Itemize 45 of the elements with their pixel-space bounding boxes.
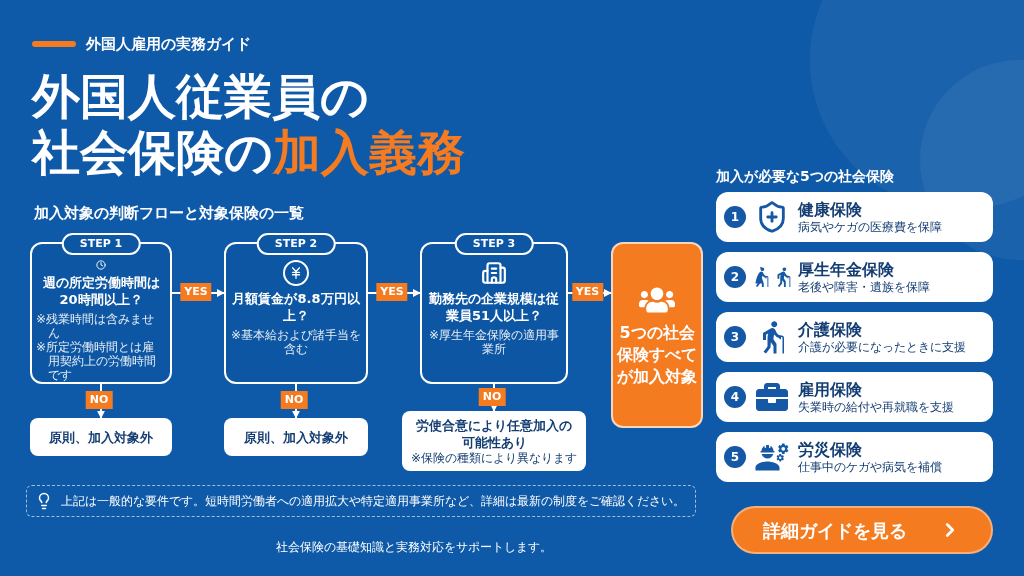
kicker-text: 外国人雇用の実務ガイド (86, 34, 251, 55)
main-title: 外国人従業員の社会保険の加入義務 (32, 68, 466, 180)
subtitle-text: 加入対象の判断フローと対象保険の一覧 (34, 203, 304, 224)
note-text: ※基本給および諸手当を含む (230, 328, 362, 356)
outcome-box (402, 411, 586, 471)
insurance-name: 厚生年金保険 (798, 259, 895, 280)
insurance-description: 失業時の給付や再就職を支援 (798, 400, 954, 415)
insurance-name: 労災保険 (798, 439, 863, 460)
outcome-text: 原則、加入対象外 (244, 428, 348, 446)
insurance-card (716, 312, 993, 362)
step-badge: STEP 1 (61, 233, 141, 255)
note-text: ※保険の種類により異なります (410, 450, 578, 466)
note-text: ※所定労働時間とは雇用契約上の労働時間です (36, 340, 157, 382)
step-badge: STEP 2 (256, 233, 336, 255)
insurance-name: 介護保険 (798, 319, 863, 340)
question-text: 勤務先の企業規模は従業員51人以上？ (428, 290, 560, 324)
outcome-text: 労使合意により任意加入の可能性あり (415, 416, 573, 451)
result-text: 5つの社会保険すべてが加入対象 (617, 322, 697, 388)
insurance-card (716, 432, 993, 482)
note-text: ※残業時間は含みません (36, 312, 156, 340)
section-heading: 加入が必要な5つの社会保険 (716, 167, 894, 186)
outcome-box (30, 418, 172, 456)
question-text: 週の所定労働時間は20時間以上？ (41, 274, 161, 308)
insurance-description: 病気やケガの医療費を保障 (798, 220, 942, 235)
insurance-description: 介護が必要になったときに支援 (798, 340, 966, 355)
outcome-text: 原則、加入対象外 (49, 428, 153, 446)
edge-label: YES (571, 283, 604, 301)
edge-label: NO (85, 391, 113, 409)
insurance-card (716, 372, 993, 422)
result-box (611, 242, 703, 428)
insurance-name: 雇用保険 (798, 379, 863, 400)
insurance-name: 健康保険 (798, 199, 863, 220)
insurance-card (716, 192, 993, 242)
note-text: ※厚生年金保険の適用事業所 (427, 328, 561, 356)
insurance-description: 老後や障害・遺族を保障 (798, 280, 930, 295)
note-text: 上記は一般的な要件です。短時間労働者への適用拡大や特定適用事業所など、詳細は最新の制度をご確認ください。 (61, 493, 685, 510)
tagline-text: 社会保険の基礎知識と実務対応をサポートします。 (276, 539, 552, 556)
insurance-card (716, 252, 993, 302)
outcome-box (224, 418, 368, 456)
step-badge: STEP 3 (454, 233, 534, 255)
guide-button: 詳細ガイドを見る (731, 506, 993, 554)
insurance-description: 仕事中のケガや病気を補償 (798, 460, 942, 475)
question-text: 月額賃金が8.8万円以上？ (231, 290, 361, 324)
edge-label: NO (478, 387, 506, 406)
edge-label: NO (280, 391, 308, 409)
